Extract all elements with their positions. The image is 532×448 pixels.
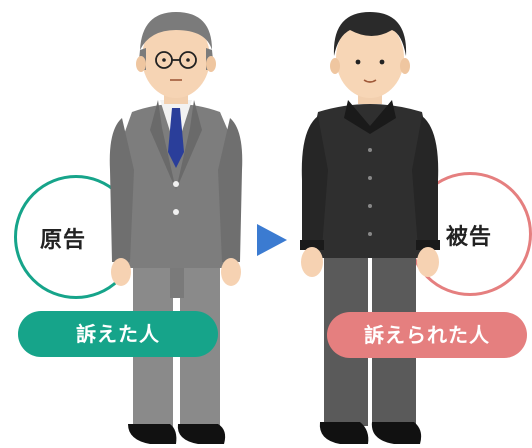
defendant-label: 被告 (446, 225, 493, 250)
plaintiff-label: 原告 (40, 228, 87, 253)
defendant-role-badge: 訴えられた人 (327, 312, 527, 358)
defendant-figure (300, 12, 440, 444)
plaintiff-role-badge: 訴えた人 (18, 311, 218, 357)
arrow-icon (257, 224, 287, 256)
plaintiff-figure (109, 12, 243, 444)
